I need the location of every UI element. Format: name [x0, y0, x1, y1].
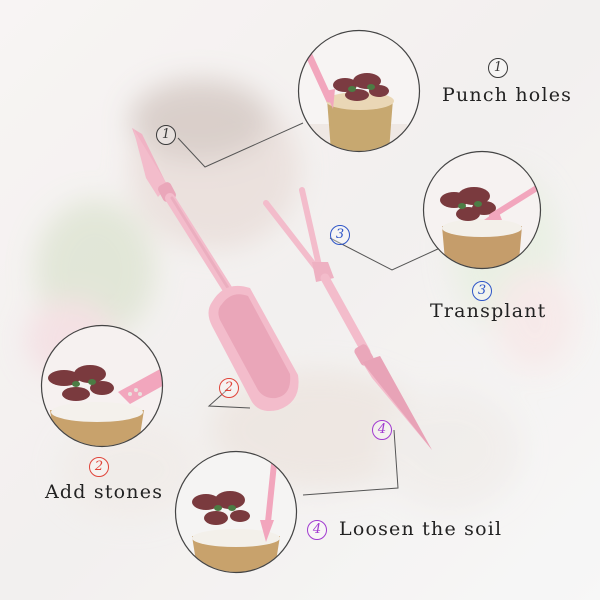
dibber-scoop-tool: [132, 128, 299, 411]
fork-spade-tool: [263, 187, 432, 450]
step-4-tool-badge: 4: [372, 420, 392, 440]
step-4-badge: 4: [307, 520, 327, 540]
step-3-label: Transplant: [430, 300, 547, 322]
step-3-badge: 3: [472, 281, 492, 301]
thumbnail-add-stones: [40, 324, 164, 448]
step-4-label: Loosen the soil: [339, 518, 503, 540]
step-2-tool-badge: 2: [219, 378, 239, 398]
step-1-label: Punch holes: [442, 84, 573, 106]
thumbnail-loosen-soil: [174, 450, 298, 574]
step-2-label: Add stones: [45, 481, 164, 503]
step-1-badge: 1: [488, 58, 508, 78]
thumbnail-punch-holes: [297, 29, 421, 153]
step-2-badge: 2: [89, 457, 109, 477]
thumbnail-transplant: [422, 150, 542, 270]
step-3-tool-badge: 3: [330, 225, 350, 245]
step-1-tool-badge: 1: [156, 125, 176, 145]
